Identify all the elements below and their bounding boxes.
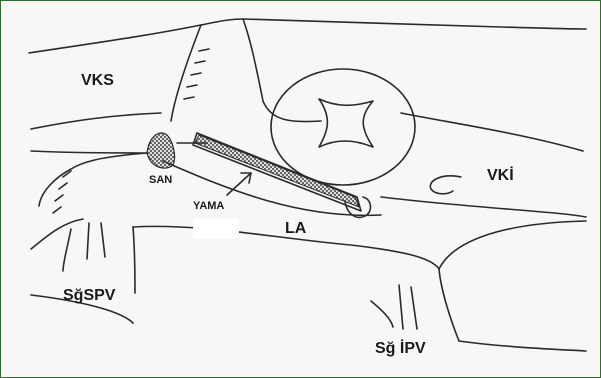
blank-patch (193, 219, 239, 239)
patch-hatched (195, 135, 359, 207)
vks-right-wall (171, 25, 201, 121)
label-sg-spv: SğSPV (63, 288, 115, 304)
san-node (147, 133, 175, 168)
aortic-ring (271, 69, 415, 185)
rspv-vein-2 (101, 223, 105, 257)
label-sg-ipv: Sğ İPV (375, 341, 426, 357)
valve-leaflets (319, 99, 373, 147)
atrial-mid-wall (31, 151, 147, 153)
left-atrial-appendage (39, 153, 147, 206)
ivc-loop (430, 176, 461, 194)
la-left-wall (133, 227, 135, 293)
rspv-upper (31, 219, 83, 249)
vks-upper-wall (29, 19, 243, 53)
lower-right-wall (459, 341, 586, 351)
ivc-upper-wall (381, 197, 586, 217)
label-san: SAN (149, 175, 172, 186)
label-vks: VKS (81, 73, 114, 89)
label-yama: YAMA (193, 201, 224, 212)
rspv-lower (63, 229, 71, 271)
aorta-outer-wall (401, 113, 583, 151)
la-right-wall (439, 221, 586, 269)
vks-lower-wall (31, 113, 161, 129)
ripv-right-wall (439, 269, 459, 341)
atrial-dome (243, 19, 321, 122)
rspv-vein-1 (87, 223, 89, 259)
suture-line-upper (184, 49, 209, 99)
label-vki: VKİ (487, 168, 514, 184)
ripv-vein-1 (399, 285, 403, 329)
suture-line-left (53, 171, 71, 213)
aorta-top-wall (243, 19, 586, 29)
ripv-left-wall (371, 301, 393, 327)
ripv-vein-2 (411, 287, 417, 329)
label-la: LA (285, 221, 306, 237)
